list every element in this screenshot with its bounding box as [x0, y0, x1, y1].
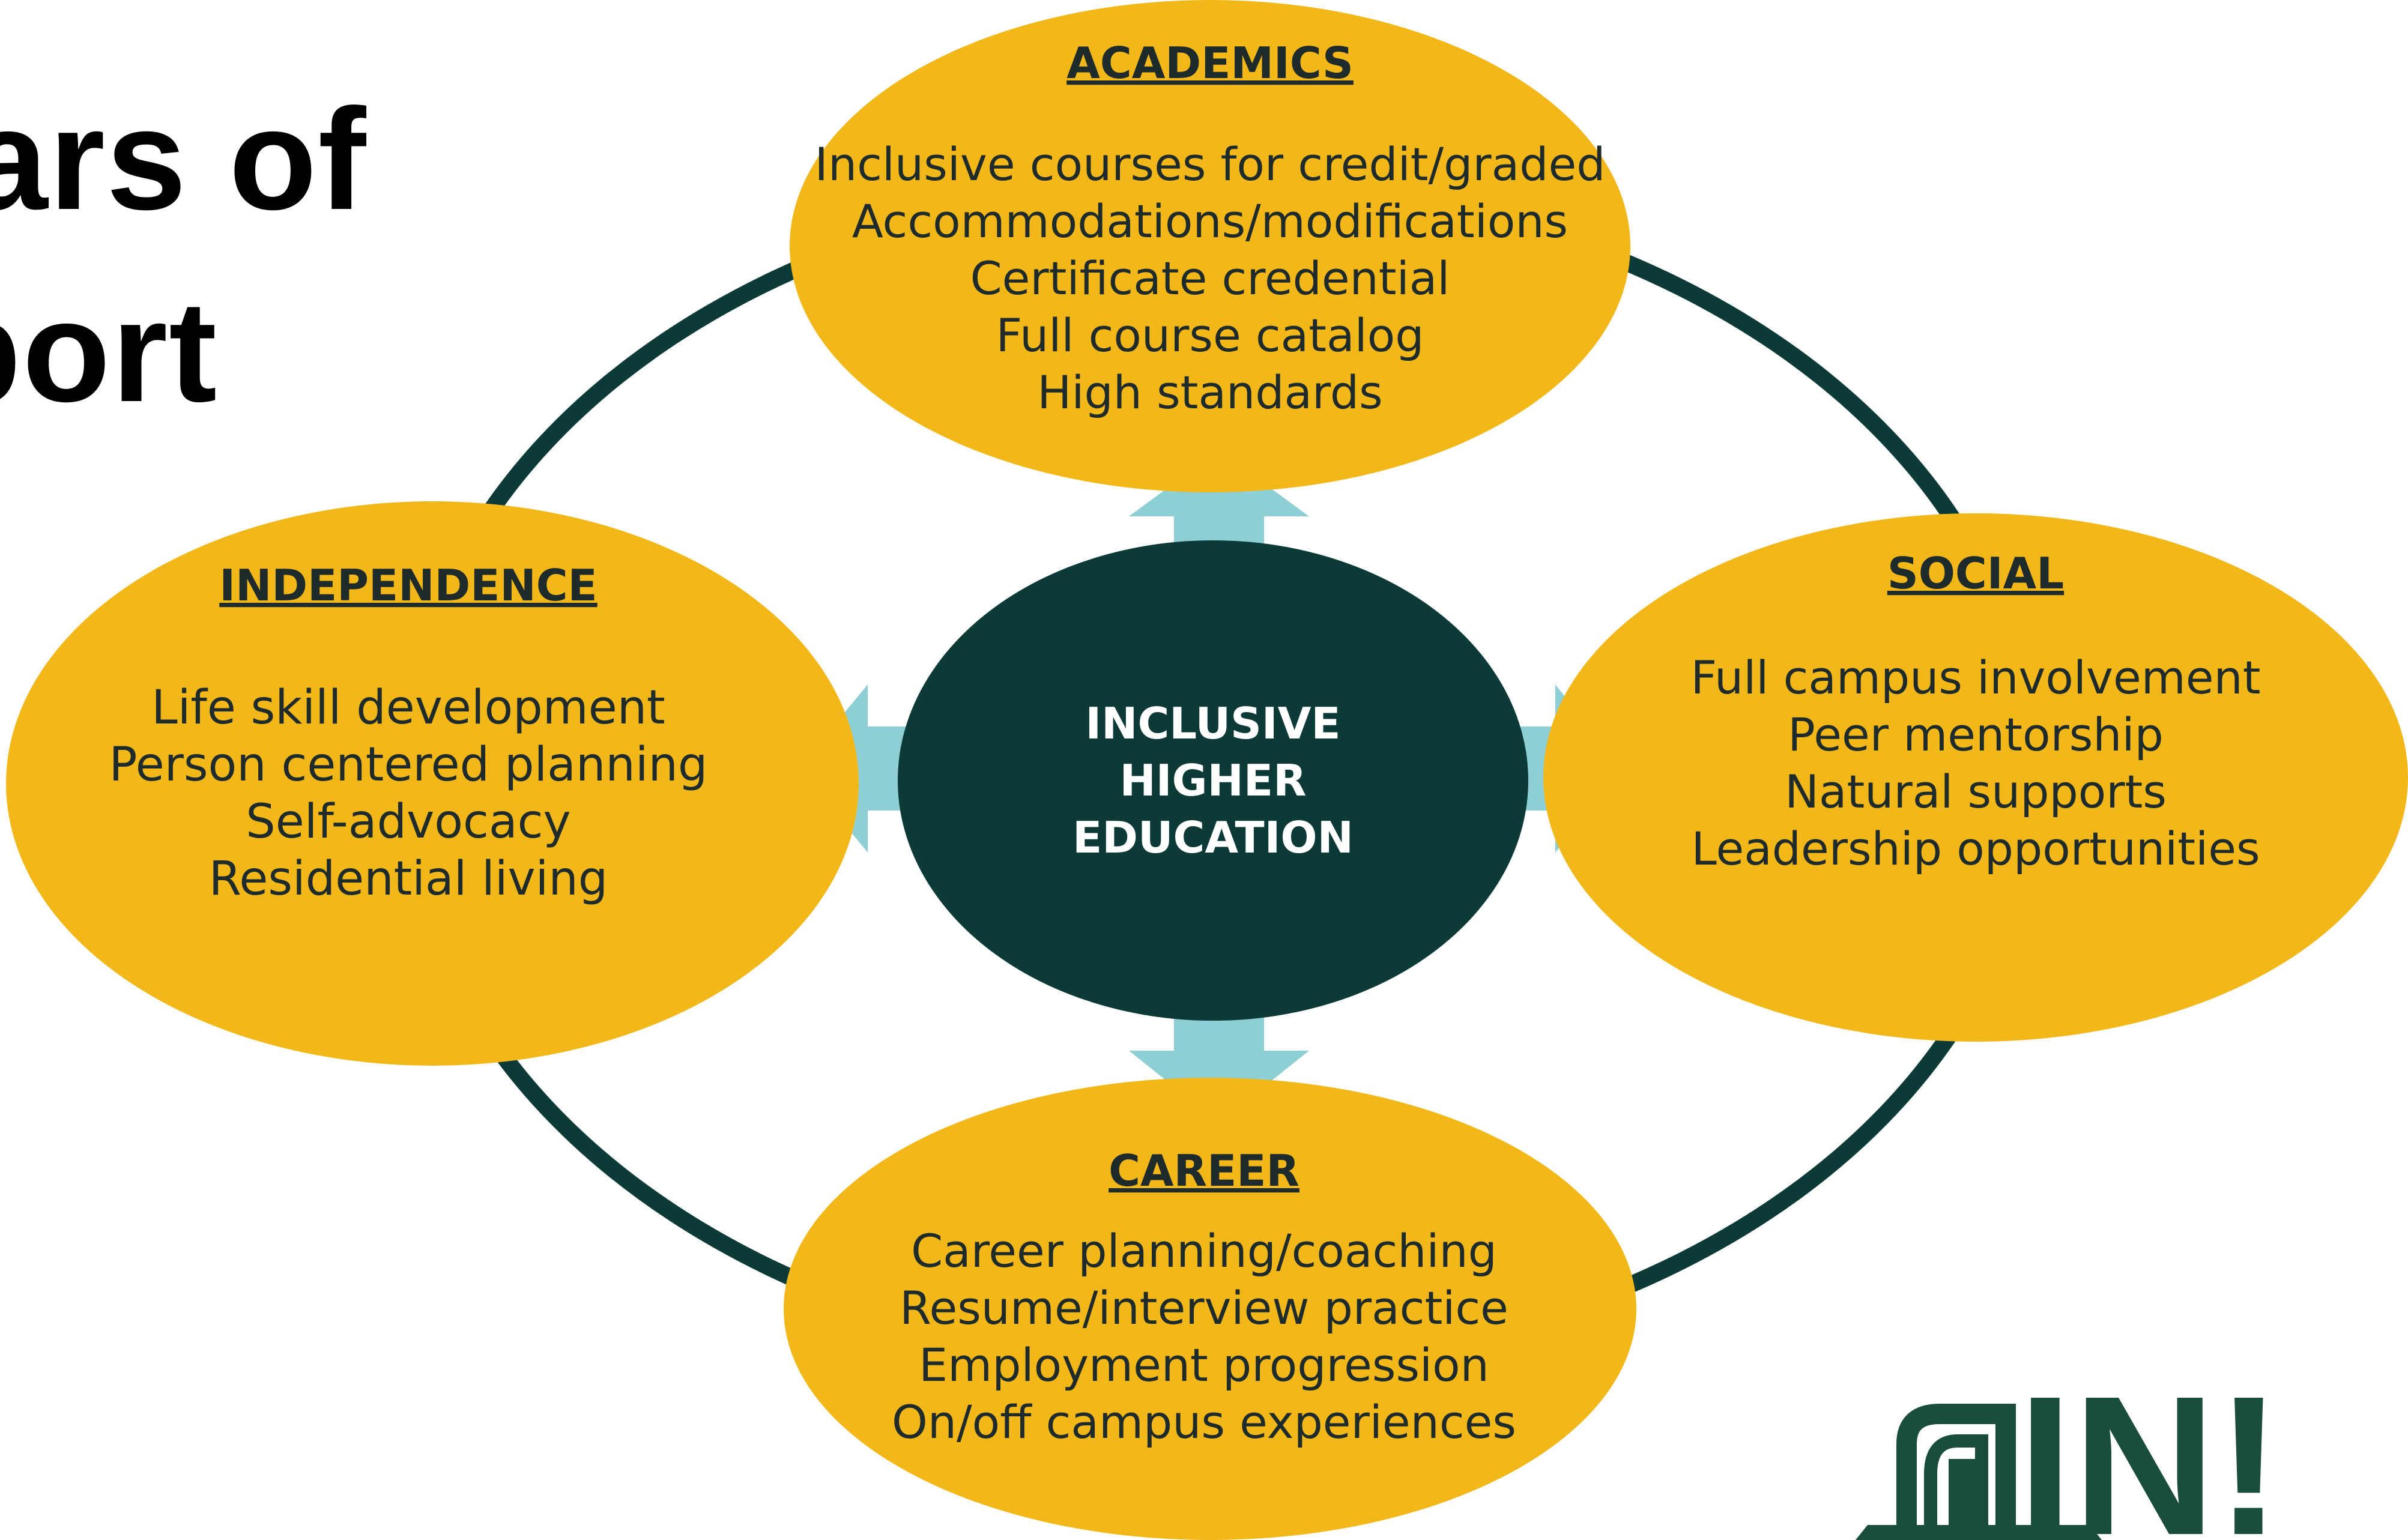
independence-oval [6, 501, 859, 1066]
academics-item: Inclusive courses for credit/graded [815, 137, 1606, 191]
in-logo: IN! [1856, 1354, 2282, 1540]
building-door-icon [1856, 1404, 2102, 1540]
arrow-down-to-career [1129, 991, 1309, 1123]
social-heading: SOCIAL [1887, 548, 2064, 599]
arrow-left-to-independence [799, 684, 928, 853]
career-heading: CAREER [1109, 1146, 1299, 1196]
social-item: Peer mentorship [1788, 708, 2164, 761]
slide-title-line-1: illars of [0, 79, 368, 240]
social-oval [1543, 513, 2408, 1042]
slide-title-line-2: pport [0, 271, 219, 432]
career-item: Career planning/coaching [911, 1224, 1497, 1278]
academics-oval [790, 0, 1630, 492]
career-item: Resume/interview practice [900, 1281, 1508, 1335]
academics-item: High standards [1037, 366, 1383, 419]
independence-heading: INDEPENDENCE [219, 560, 597, 611]
career-item: Employment progression [919, 1338, 1489, 1392]
center-line-1: INCLUSIVE [1085, 698, 1340, 749]
social-item: Natural supports [1785, 765, 2167, 818]
career-oval [784, 1078, 1636, 1540]
academics-item: Full course catalog [996, 309, 1424, 362]
center-line-2: HIGHER [1119, 755, 1306, 806]
independence-item: Person centered planning [109, 738, 708, 792]
logo-door-arch [1924, 1434, 1988, 1540]
academics-item: Accommodations/modifications [852, 195, 1568, 248]
logo-base [1856, 1525, 2102, 1540]
independence-item: Residential living [209, 852, 608, 906]
center-oval [898, 540, 1528, 1021]
independence-item: Life skill development [151, 681, 665, 735]
social-item: Leadership opportunities [1691, 822, 2260, 875]
logo-text: IN! [2018, 1354, 2282, 1540]
academics-heading: ACADEMICS [1066, 38, 1354, 88]
logo-door-frame [1896, 1404, 2016, 1540]
center-line-3: EDUCATION [1072, 812, 1354, 863]
independence-item: Self-advocacy [246, 795, 570, 849]
academics-item: Certificate credential [970, 252, 1450, 305]
social-item: Full campus involvement [1690, 651, 2260, 704]
career-item: On/off campus experiences [892, 1395, 1516, 1449]
